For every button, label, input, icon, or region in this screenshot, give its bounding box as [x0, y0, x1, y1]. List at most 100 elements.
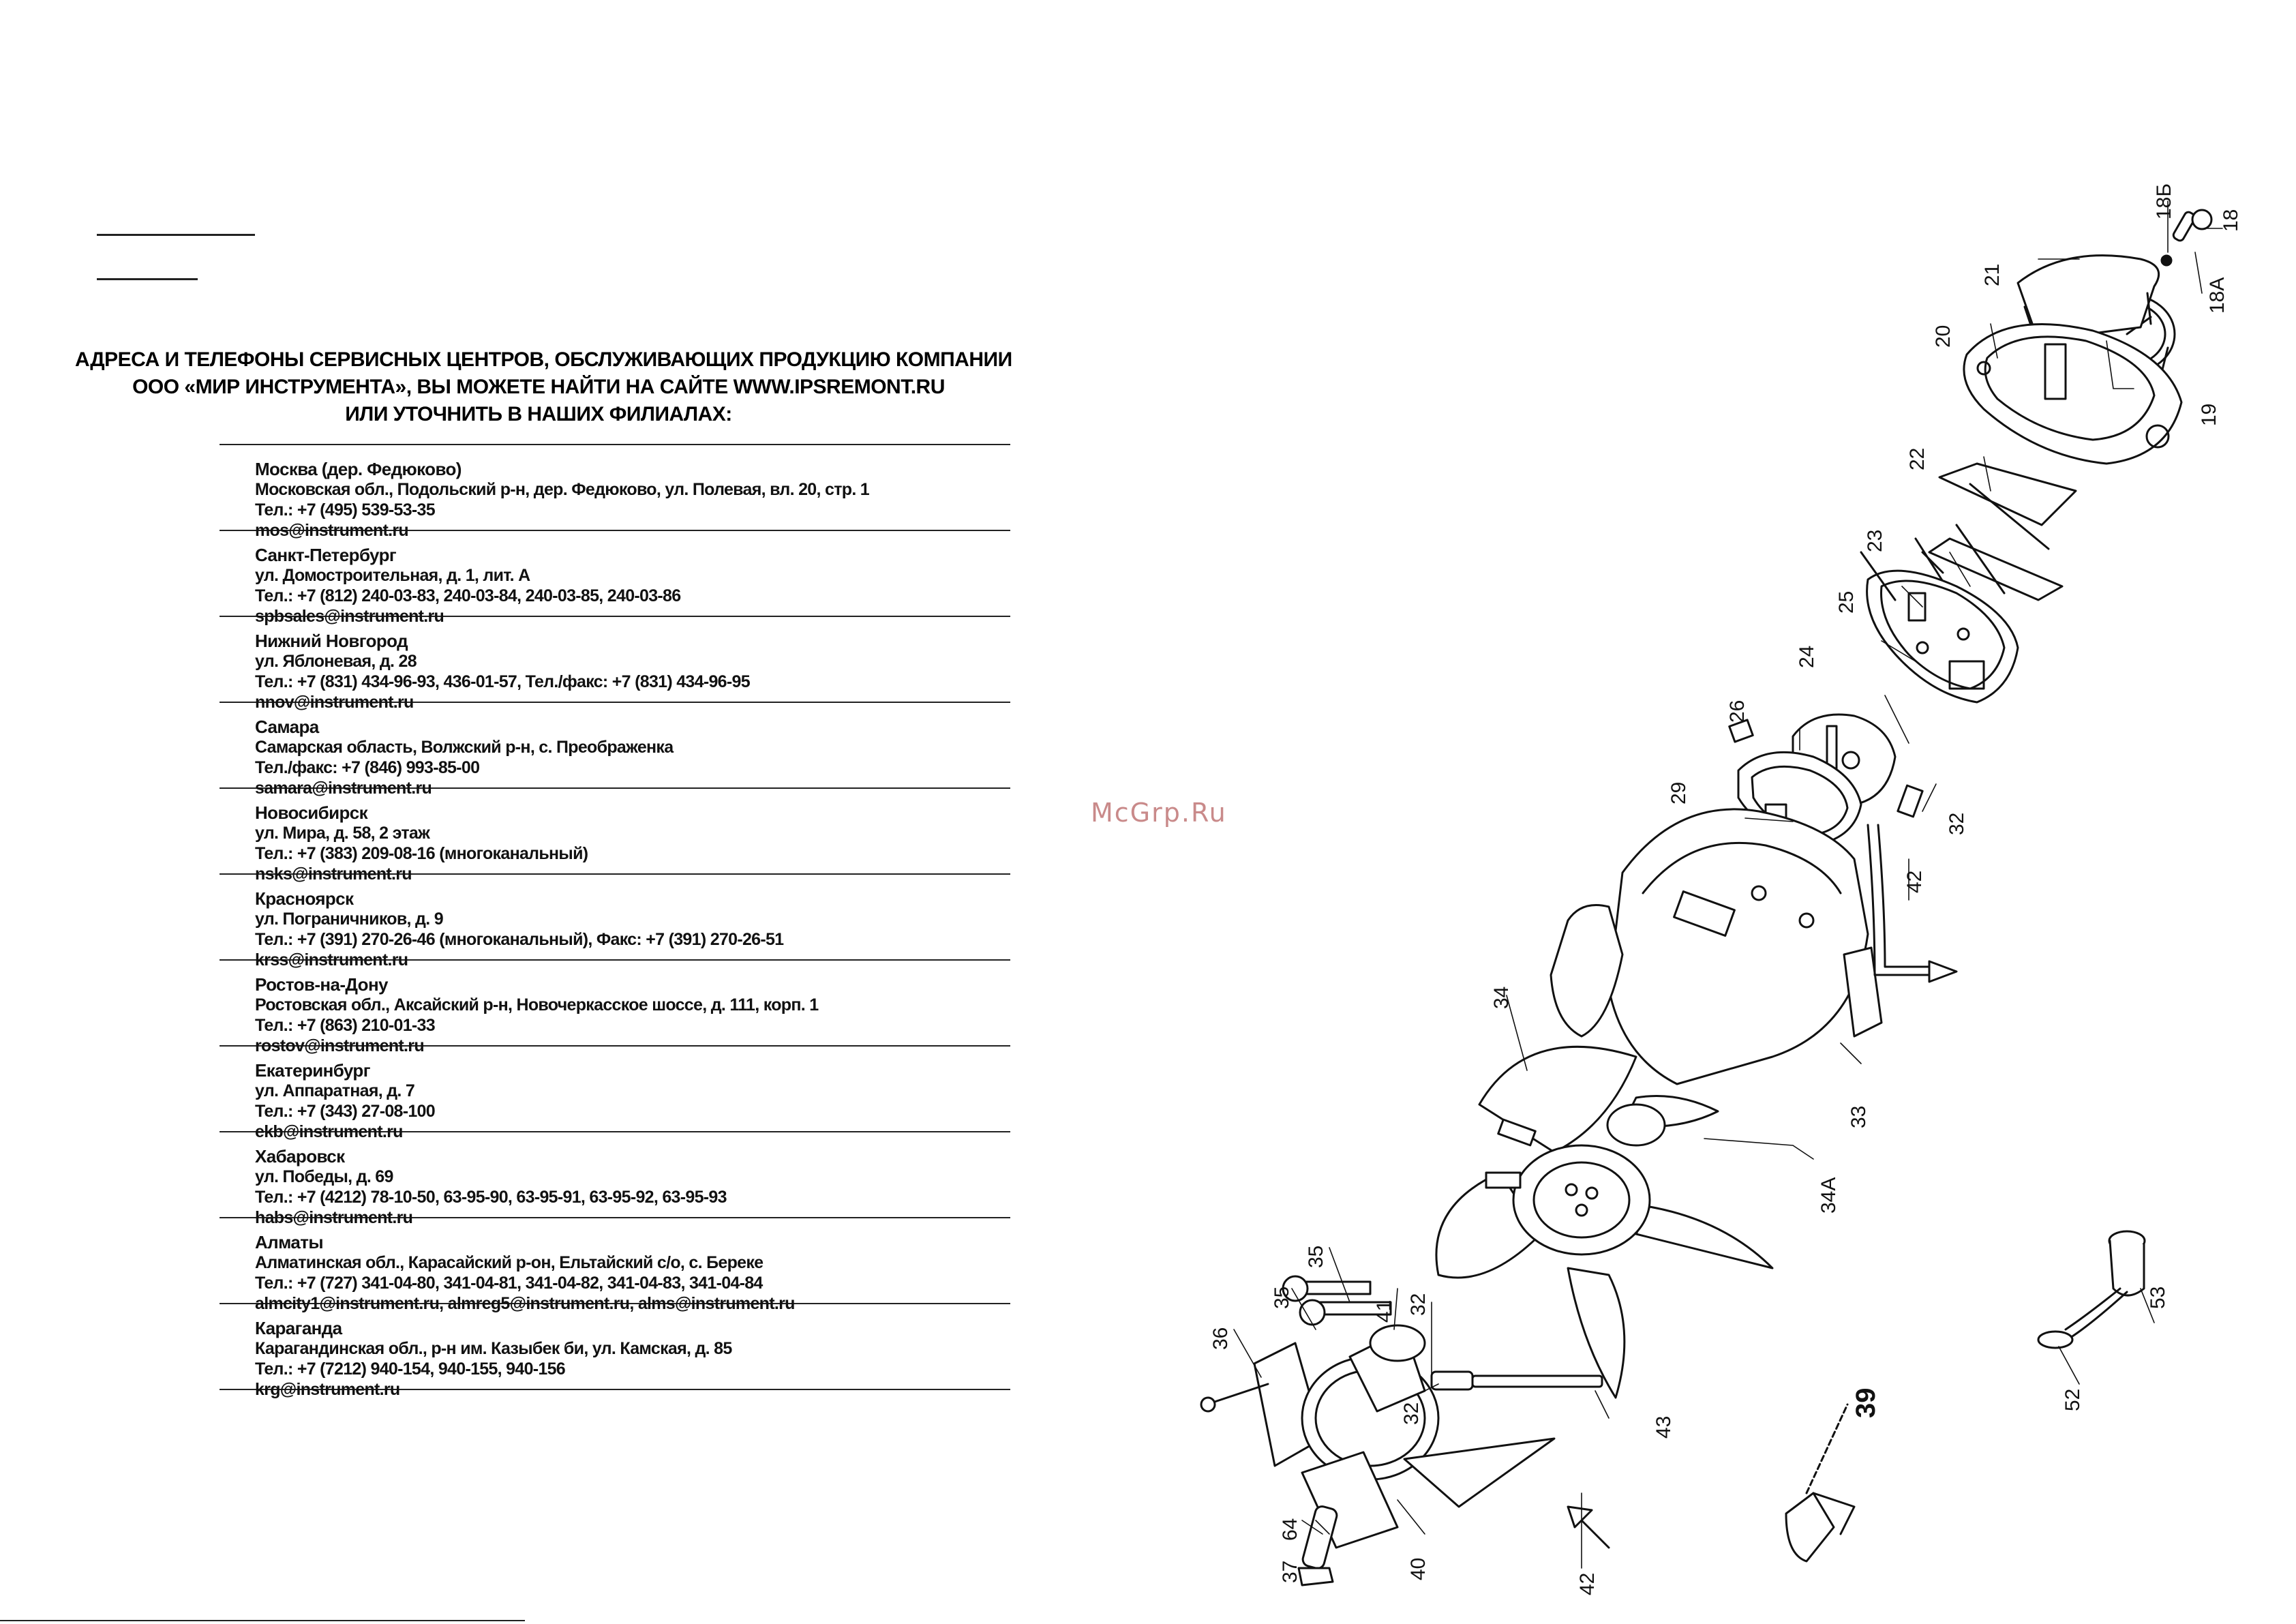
label-18b: 18Б [2153, 183, 2175, 220]
label-20: 20 [1932, 325, 1954, 348]
office-email[interactable]: spbsales@instrument.ru [255, 607, 444, 626]
label-26: 26 [1726, 700, 1749, 723]
label-24: 24 [1796, 646, 1818, 668]
label-36: 36 [1209, 1327, 1232, 1350]
office-entry: Санкт-Петербург ул. Домостроительная, д.… [220, 530, 1010, 626]
office-email[interactable]: nnov@instrument.ru [255, 693, 414, 712]
office-entry: Алматы Алматинская обл., Карасайский р-о… [220, 1217, 1010, 1313]
office-entry: Хабаровск ул. Победы, д. 69 Тел.: +7 (42… [220, 1131, 1010, 1227]
office-city: Красноярск [255, 888, 354, 909]
office-email[interactable]: almcity1@instrument.ru, almreg5@instrume… [255, 1294, 795, 1313]
cooling-fan-part [1435, 1045, 1774, 1399]
delivery-tube-part [1867, 784, 1958, 983]
label-42-top: 42 [1903, 871, 1926, 893]
office-phone: Тел.: +7 (863) 210-01-33 [255, 1016, 436, 1035]
label-42-bottom: 42 [1576, 1573, 1599, 1595]
office-address: Ростовская обл., Аксайский р-н, Новочерк… [255, 995, 819, 1014]
drain-valve-part [1297, 1505, 1338, 1587]
watermark-text: McGrp.Ru [1091, 798, 1227, 828]
label-43: 43 [1652, 1416, 1675, 1439]
label-32-mid: 32 [1407, 1293, 1430, 1316]
valve-plate-part [1860, 551, 2019, 704]
office-entry: Москва (дер. Федюково) Московская обл., … [220, 444, 1010, 540]
office-email[interactable]: ekb@instrument.ru [255, 1122, 403, 1141]
diagram-svg: 18Б 18 18А 19 20 21 22 23 24 25 26 29 32… [1200, 183, 2242, 1595]
office-city: Самара [255, 717, 319, 737]
label-34a: 34А [1817, 1177, 1840, 1214]
office-city: Нижний Новгород [255, 631, 408, 651]
footer-rule [0, 1620, 525, 1621]
header-rule-long [97, 234, 255, 236]
office-city: Хабаровск [255, 1146, 345, 1167]
label-53: 53 [2147, 1287, 2169, 1309]
label-35-lower: 35 [1271, 1287, 1293, 1309]
label-18a: 18А [2206, 277, 2229, 314]
header-rule-short [97, 278, 198, 280]
label-34: 34 [1490, 987, 1513, 1009]
office-address: Карагандинская обл., р-н им. Казыбек би,… [255, 1339, 732, 1358]
office-entry: Ростов-на-Дону Ростовская обл., Аксайски… [220, 959, 1010, 1055]
office-address: Московская обл., Подольский р-н, дер. Фе… [255, 480, 870, 499]
office-email[interactable]: habs@instrument.ru [255, 1208, 413, 1227]
office-email[interactable]: krss@instrument.ru [255, 950, 408, 969]
office-city: Ростов-на-Дону [255, 974, 389, 995]
office-phone: Тел.: +7 (383) 209-08-16 (многоканальный… [255, 844, 588, 863]
bracket-part [1914, 462, 2077, 615]
office-phone: Тел.: +7 (495) 539-53-35 [255, 500, 436, 520]
label-37: 37 [1279, 1561, 1301, 1583]
office-email[interactable]: mos@instrument.ru [255, 521, 409, 540]
office-list: Москва (дер. Федюково) Московская обл., … [220, 444, 1010, 1399]
housing-plate-part [1963, 323, 2183, 465]
label-29: 29 [1667, 782, 1690, 805]
office-city: Москва (дер. Федюково) [255, 459, 462, 479]
leader-lines [1233, 200, 2223, 1569]
part-labels: 18Б 18 18А 19 20 21 22 23 24 25 26 29 32… [1209, 183, 2242, 1595]
office-address: Самарская область, Волжский р-н, с. Прео… [255, 738, 674, 757]
office-entry: Нижний Новгород ул. Яблоневая, д. 28 Тел… [220, 616, 1010, 712]
label-39: 39 [1851, 1388, 1881, 1419]
motor-body-part [1550, 808, 1883, 1085]
label-33: 33 [1847, 1106, 1870, 1128]
office-entry: Новосибирск ул. Мира, д. 58, 2 этаж Тел.… [220, 787, 1010, 884]
office-address: ул. Пограничников, д. 9 [255, 909, 444, 929]
office-address: ул. Победы, д. 69 [255, 1167, 393, 1186]
label-22: 22 [1906, 448, 1929, 470]
office-phone: Тел./факс: +7 (846) 993-85-00 [255, 758, 480, 777]
office-city: Караганда [255, 1318, 342, 1338]
office-email[interactable]: samara@instrument.ru [255, 779, 432, 798]
office-entry: Самара Самарская область, Волжский р-н, … [220, 702, 1010, 798]
heading-line-3: ИЛИ УТОЧНИТЬ В НАШИХ ФИЛИАЛАХ: [345, 403, 732, 425]
office-email[interactable]: krg@instrument.ru [255, 1380, 400, 1399]
office-entry: Екатеринбург ул. Аппаратная, д. 7 Тел.: … [220, 1045, 1010, 1141]
office-phone: Тел.: +7 (391) 270-26-46 (многоканальный… [255, 930, 784, 949]
label-21: 21 [1981, 264, 2004, 286]
office-email[interactable]: rostov@instrument.ru [255, 1036, 425, 1055]
airflow-arrow [1567, 1505, 1610, 1549]
office-phone: Тел.: +7 (831) 434-96-93, 436-01-57, Тел… [255, 672, 751, 691]
fitting-and-rod-part [1430, 1370, 1603, 1391]
label-25: 25 [1835, 591, 1858, 614]
office-phone: Тел.: +7 (4212) 78-10-50, 63-95-90, 63-9… [255, 1188, 727, 1207]
handle-bracket-part [1785, 1403, 1856, 1563]
label-23: 23 [1864, 530, 1886, 552]
office-city: Екатеринбург [255, 1060, 371, 1081]
heading-line-1: АДРЕСА И ТЕЛЕФОНЫ СЕРВИСНЫХ ЦЕНТРОВ, ОБС… [75, 348, 1012, 371]
office-city: Алматы [255, 1232, 324, 1252]
label-40: 40 [1407, 1558, 1430, 1580]
label-52: 52 [2061, 1389, 2084, 1411]
label-18: 18 [2220, 209, 2242, 232]
label-35-upper: 35 [1305, 1246, 1327, 1268]
label-64: 64 [1279, 1518, 1301, 1541]
office-email[interactable]: nsks@instrument.ru [255, 864, 412, 884]
office-phone: Тел.: +7 (727) 341-04-80, 341-04-81, 341… [255, 1274, 763, 1293]
label-32-top: 32 [1946, 813, 1968, 835]
office-address: Алматинская обл., Карасайский р-он, Ельт… [255, 1253, 764, 1272]
office-entry: Красноярск ул. Пограничников, д. 9 Тел.:… [220, 873, 1010, 969]
office-address: ул. Домостроительная, д. 1, лит. А [255, 566, 530, 585]
office-phone: Тел.: +7 (812) 240-03-83, 240-03-84, 240… [255, 586, 681, 605]
cable-part [2037, 1230, 2146, 1349]
office-city: Санкт-Петербург [255, 545, 397, 565]
office-phone: Тел.: +7 (343) 27-08-100 [255, 1102, 436, 1121]
office-city: Новосибирск [255, 802, 368, 823]
